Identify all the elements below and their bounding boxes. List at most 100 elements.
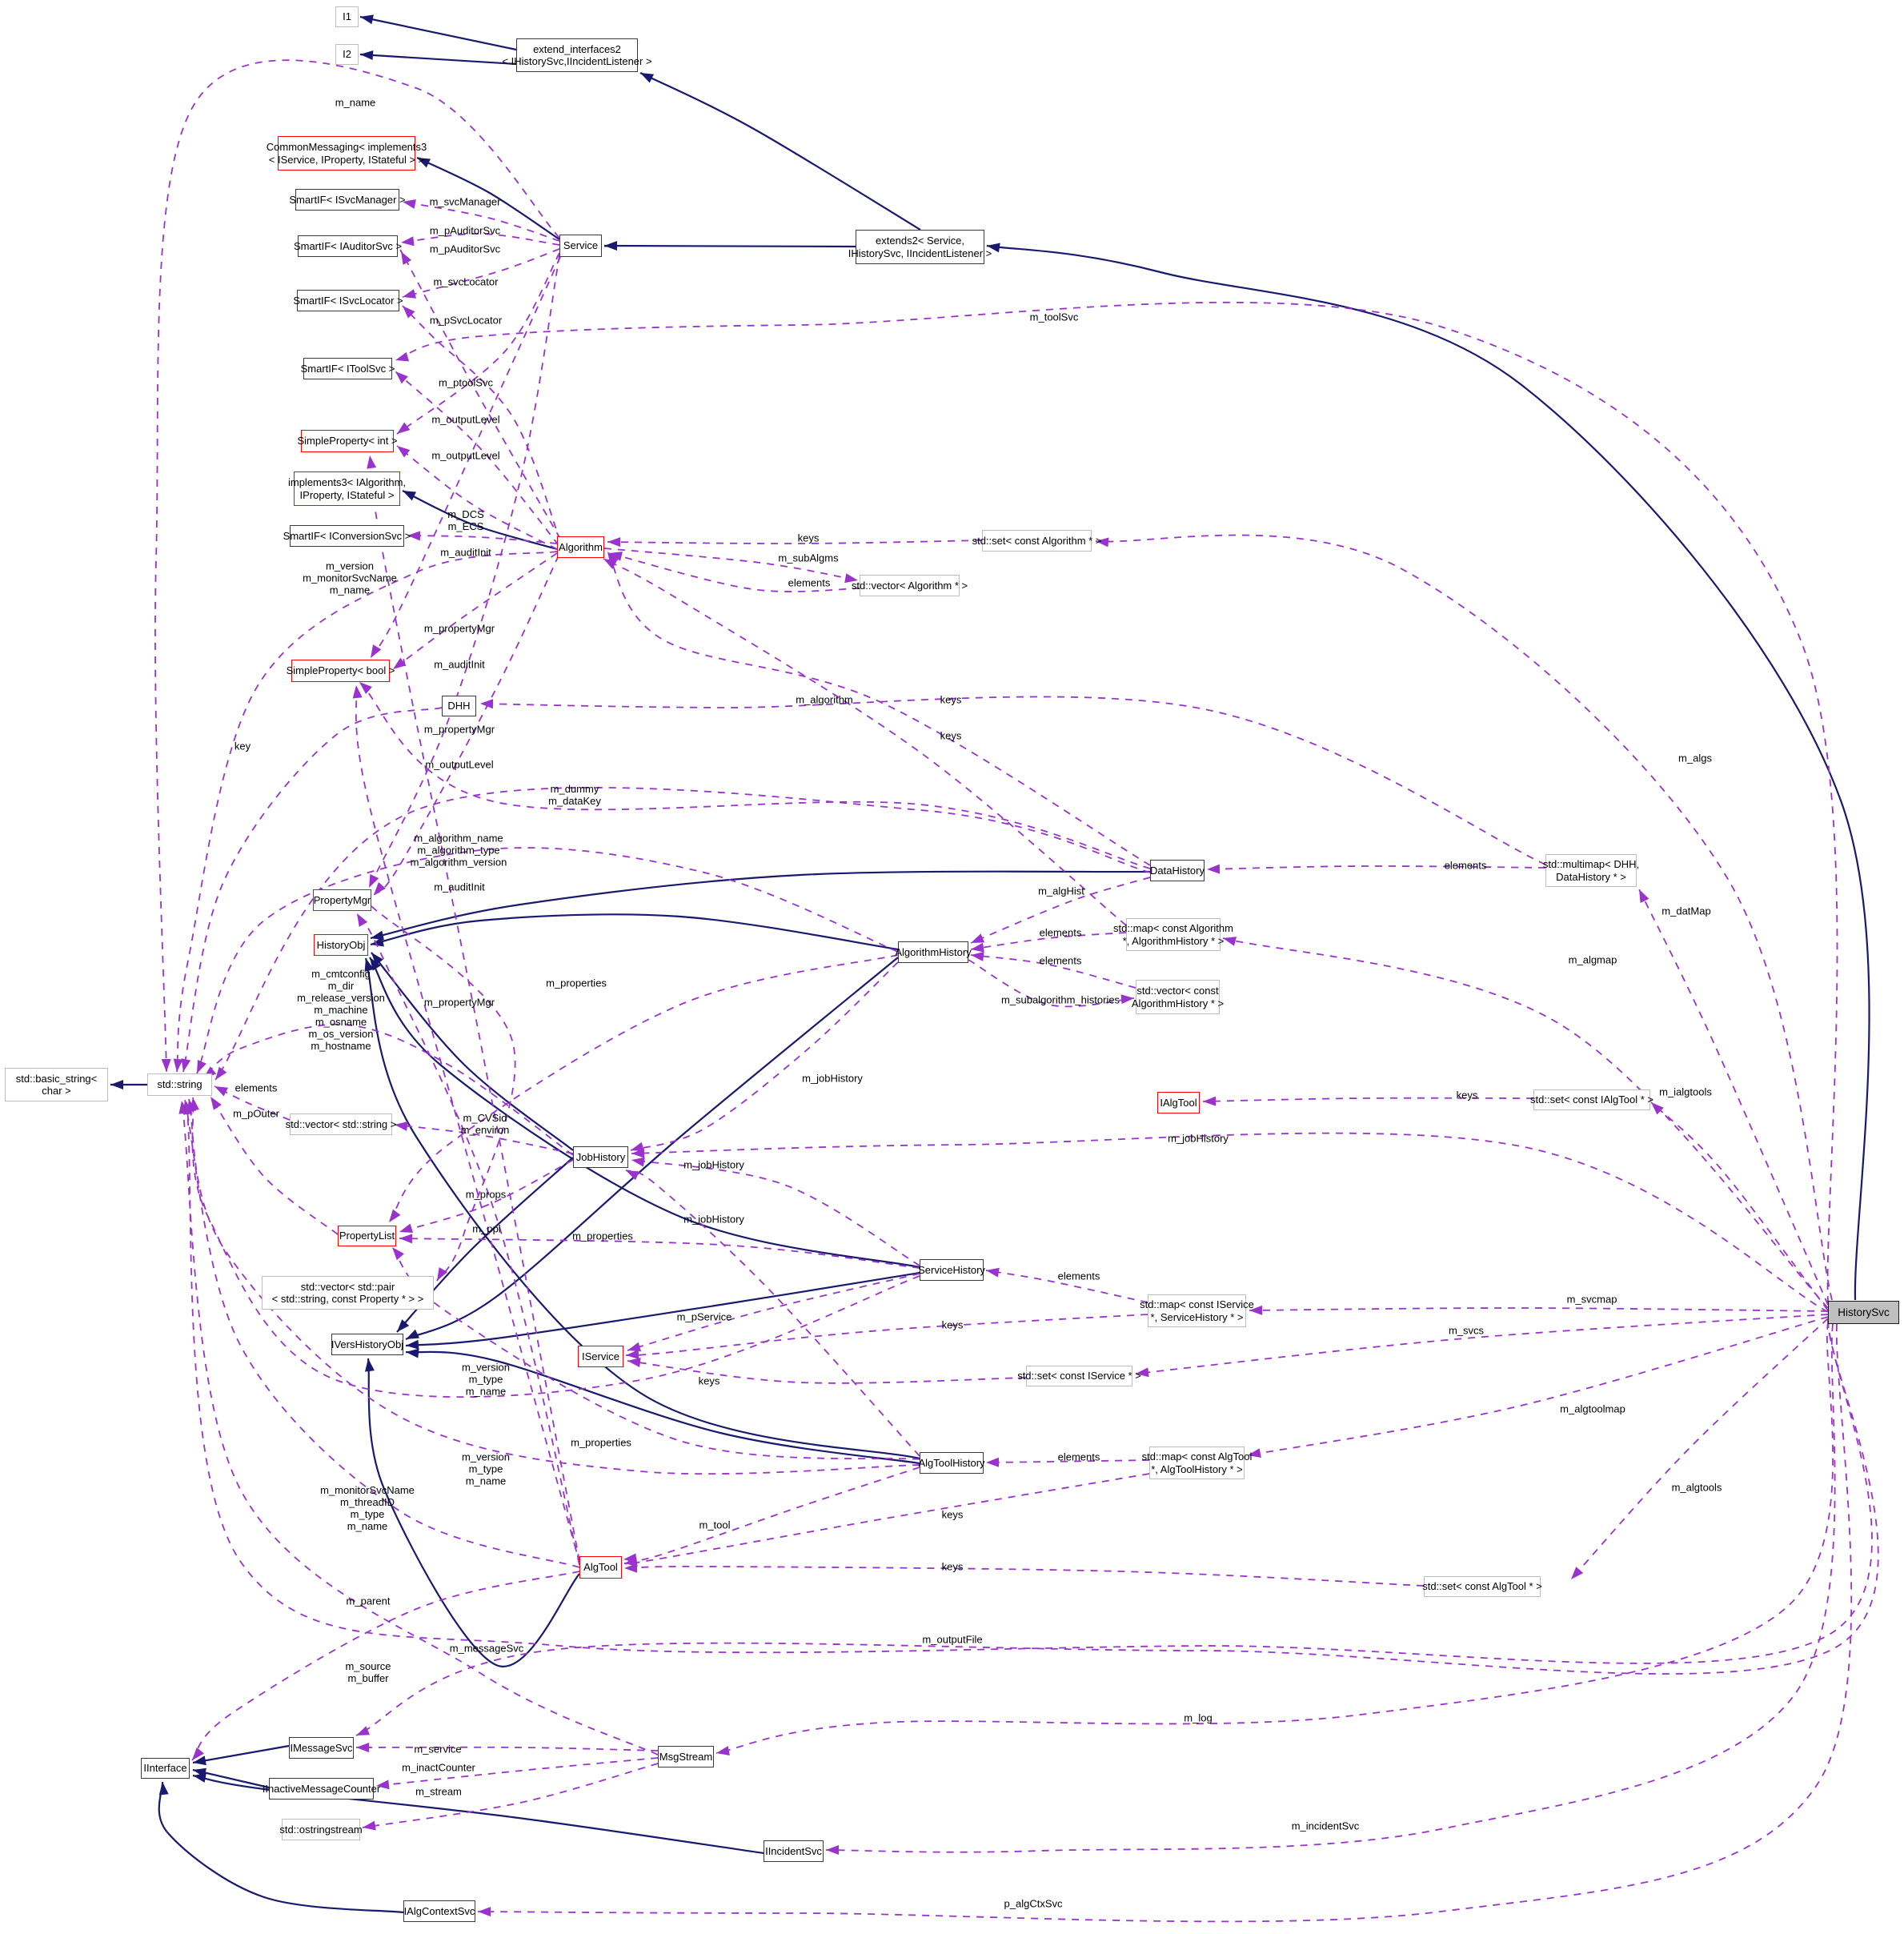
node-smartif_isvclocator[interactable]: SmartIF< ISvcLocator > <box>293 290 403 311</box>
edge-map_iservice-to-iservice <box>625 1314 1148 1357</box>
node-jobhistory[interactable]: JobHistory <box>573 1146 628 1168</box>
edge-algtoolhistory-to-jobhistory <box>625 1170 920 1457</box>
node-vector_pair[interactable]: std::vector< std::pair < std::string, co… <box>262 1276 434 1310</box>
node-basic_string[interactable]: std::basic_string< char > <box>5 1068 108 1101</box>
node-set_ialgtool[interactable]: std::set< const IAlgTool * > <box>1530 1089 1653 1110</box>
arrowhead-algorithm-to-smartif_iconversionsvc <box>407 531 421 541</box>
node-vector_string[interactable]: std::vector< std::string > <box>286 1113 396 1135</box>
node-i2[interactable]: I2 <box>335 44 359 65</box>
node-msgstream[interactable]: MsgStream <box>658 1746 714 1767</box>
edge-map_algorithm-to-algorithm <box>603 558 1127 926</box>
edge-msgstream-to-ostringstream <box>362 1763 659 1828</box>
node-map_algtool[interactable]: std::map< const AlgTool *, AlgToolHistor… <box>1142 1446 1252 1479</box>
node-map_algorithm[interactable]: std::map< const Algorithm *, AlgorithmHi… <box>1113 918 1233 951</box>
node-datahistory[interactable]: DataHistory <box>1150 860 1205 881</box>
edge-ialgcontextsvc-to-iinterface <box>158 1781 404 1914</box>
arrowhead-jobhistory-to-vector_string <box>395 1121 408 1131</box>
arrowhead-historysvc-to-set_ialgtool <box>1651 1102 1664 1115</box>
arrowhead-map_algorithm-to-algorithmhistory <box>971 942 984 953</box>
node-historyobj[interactable]: HistoryObj <box>314 934 368 956</box>
edge-service-to-commonmessaging <box>416 157 560 240</box>
arrowhead-msgstream-to-ostringstream <box>363 1820 376 1831</box>
node-algorithm[interactable]: Algorithm <box>557 536 604 558</box>
edge-historysvc-to-imessagesvc <box>355 1320 1879 1736</box>
arrowhead-propertylist-to-std_string <box>210 1097 222 1110</box>
node-service[interactable]: Service <box>559 235 602 257</box>
node-smartif_iconversionsvc[interactable]: SmartIF< IConversionSvc > <box>283 525 411 547</box>
arrowhead-algorithmhistory-to-ivershistoryobj <box>406 1329 420 1339</box>
node-ialgcontextsvc[interactable]: IAlgContextSvc <box>403 1900 475 1922</box>
node-algtoolhistory[interactable]: AlgToolHistory <box>918 1452 985 1474</box>
node-ialgtool[interactable]: IAlgTool <box>1157 1092 1200 1113</box>
arrowhead-algorithm-to-smartif_isvclocator <box>403 306 415 319</box>
node-std_string[interactable]: std::string <box>147 1073 212 1096</box>
edge-algorithm-to-simpleproperty_bool <box>392 552 558 670</box>
edge-servicehistory-to-jobhistory <box>631 1159 920 1266</box>
node-historysvc[interactable]: HistorySvc <box>1828 1301 1899 1324</box>
node-extends2[interactable]: extends2< Service, IHistorySvc, IInciden… <box>848 230 992 264</box>
edge-msgstream-to-imessagesvc <box>355 1746 659 1751</box>
arrowhead-ialgcontextsvc-to-iinterface <box>158 1782 169 1796</box>
edge-algorithm-to-smartif_iauditorsvc <box>399 249 561 540</box>
edge-extend_interfaces2-to-i1 <box>359 15 517 51</box>
edge-set_iservice-to-iservice <box>627 1360 1027 1384</box>
edge-algorithm-to-simpleproperty_int <box>396 445 558 550</box>
arrowhead-algorithm-to-simpleproperty_int <box>397 446 411 458</box>
node-smartif_isvcmanager[interactable]: SmartIF< ISvcManager > <box>289 189 406 211</box>
node-algtool[interactable]: AlgTool <box>579 1556 622 1579</box>
node-map_iservice[interactable]: std::map< const IService *, ServiceHisto… <box>1140 1294 1254 1327</box>
node-propertymgr[interactable]: PropertyMgr <box>313 889 371 911</box>
arrowhead-algtool-to-ivershistoryobj <box>364 1358 375 1372</box>
edge-historysvc-to-map_algtool <box>1247 1316 1829 1456</box>
edge-historysvc-to-msgstream <box>716 1322 1834 1754</box>
node-smartif_itoolsvc[interactable]: SmartIF< IToolSvc > <box>301 358 395 379</box>
node-algorithmhistory[interactable]: AlgorithmHistory <box>895 941 972 963</box>
edge-algorithmhistory-to-jobhistory <box>630 961 899 1151</box>
edge-historysvc-to-multimap_dhh <box>1638 889 1829 1306</box>
arrowhead-historysvc-to-set_algtool <box>1571 1567 1584 1579</box>
arrowhead-service-to-smartif_isvclocator <box>403 289 417 299</box>
arrowhead-service-to-smartif_isvcmanager <box>403 199 416 209</box>
node-set_iservice[interactable]: std::set< const IService * > <box>1017 1366 1141 1386</box>
node-extend_interfaces2[interactable]: extend_interfaces2 < IHistorySvc,IIncide… <box>502 38 652 72</box>
node-imessagesvc[interactable]: IMessageSvc <box>289 1737 354 1759</box>
edge-algtool-to-propertymgr <box>356 913 580 1566</box>
node-vector_algorithmhistory[interactable]: std::vector< const AlgorithmHistory * > <box>1132 980 1224 1014</box>
node-multimap_dhh[interactable]: std::multimap< DHH, DataHistory * > <box>1543 854 1639 887</box>
edge-iincidentsvc-to-iinterface <box>192 1774 764 1855</box>
node-i1[interactable]: I1 <box>335 6 359 27</box>
node-ostringstream[interactable]: std::ostringstream <box>279 1819 363 1840</box>
node-vector_algorithm[interactable]: std::vector< Algorithm * > <box>852 575 968 596</box>
node-set_algtool[interactable]: std::set< const AlgTool * > <box>1422 1576 1542 1597</box>
arrowhead-extends2-to-service <box>604 241 618 251</box>
node-simpleproperty_int[interactable]: SimpleProperty< int > <box>298 430 398 452</box>
node-implements3[interactable]: implements3< IAlgorithm, IProperty, ISta… <box>288 471 406 506</box>
edge-multimap_dhh-to-datahistory <box>1206 865 1546 870</box>
node-iinterface[interactable]: IInterface <box>141 1758 190 1779</box>
node-iincidentsvc[interactable]: IIncidentSvc <box>764 1840 824 1862</box>
edge-vector_algorithmhistory-to-algorithmhistory <box>970 954 1136 989</box>
edge-algtoolhistory-to-ivershistoryobj <box>405 1350 920 1465</box>
arrowhead-service-to-smartif_iauditorsvc <box>401 236 415 247</box>
node-smartif_iauditorsvc[interactable]: SmartIF< IAuditorSvc > <box>294 235 402 257</box>
arrowhead-algtoolhistory-to-ivershistoryobj <box>406 1348 419 1358</box>
edge-msgstream-to-iinactivemessagecounter <box>375 1757 659 1787</box>
node-set_algorithm[interactable]: std::set< const Algorithm * > <box>972 530 1101 552</box>
arrowhead-historysvc-to-smartif_itoolsvc <box>395 351 410 362</box>
node-iservice[interactable]: IService <box>578 1346 623 1367</box>
edge-datahistory-to-historyobj <box>370 870 1151 940</box>
node-ivershistoryobj[interactable]: IVersHistoryObj <box>331 1334 403 1355</box>
node-dhh[interactable]: DHH <box>442 696 476 716</box>
arrowhead-algorithm-to-smartif_itoolsvc <box>395 371 408 384</box>
node-servicehistory[interactable]: ServiceHistory <box>918 1259 985 1281</box>
edge-historysvc-to-set_ialgtool <box>1650 1101 1829 1311</box>
edge-servicehistory-to-propertylist <box>399 1238 920 1269</box>
arrowhead-algtool-to-simpleproperty_bool <box>352 685 363 699</box>
edge-datahistory-to-simpleproperty_bool <box>359 681 1151 869</box>
node-commonmessaging[interactable]: CommonMessaging< implements3 < IService,… <box>267 136 427 171</box>
arrowhead-servicehistory-to-jobhistory <box>631 1157 645 1167</box>
node-iinactivemessagecounter[interactable]: IInactiveMessageCounter <box>263 1778 380 1800</box>
node-propertylist[interactable]: PropertyList <box>338 1226 396 1246</box>
arrowhead-map_algtool-to-algtoolhistory <box>986 1457 1000 1467</box>
node-simpleproperty_bool[interactable]: SimpleProperty< bool > <box>287 660 395 682</box>
